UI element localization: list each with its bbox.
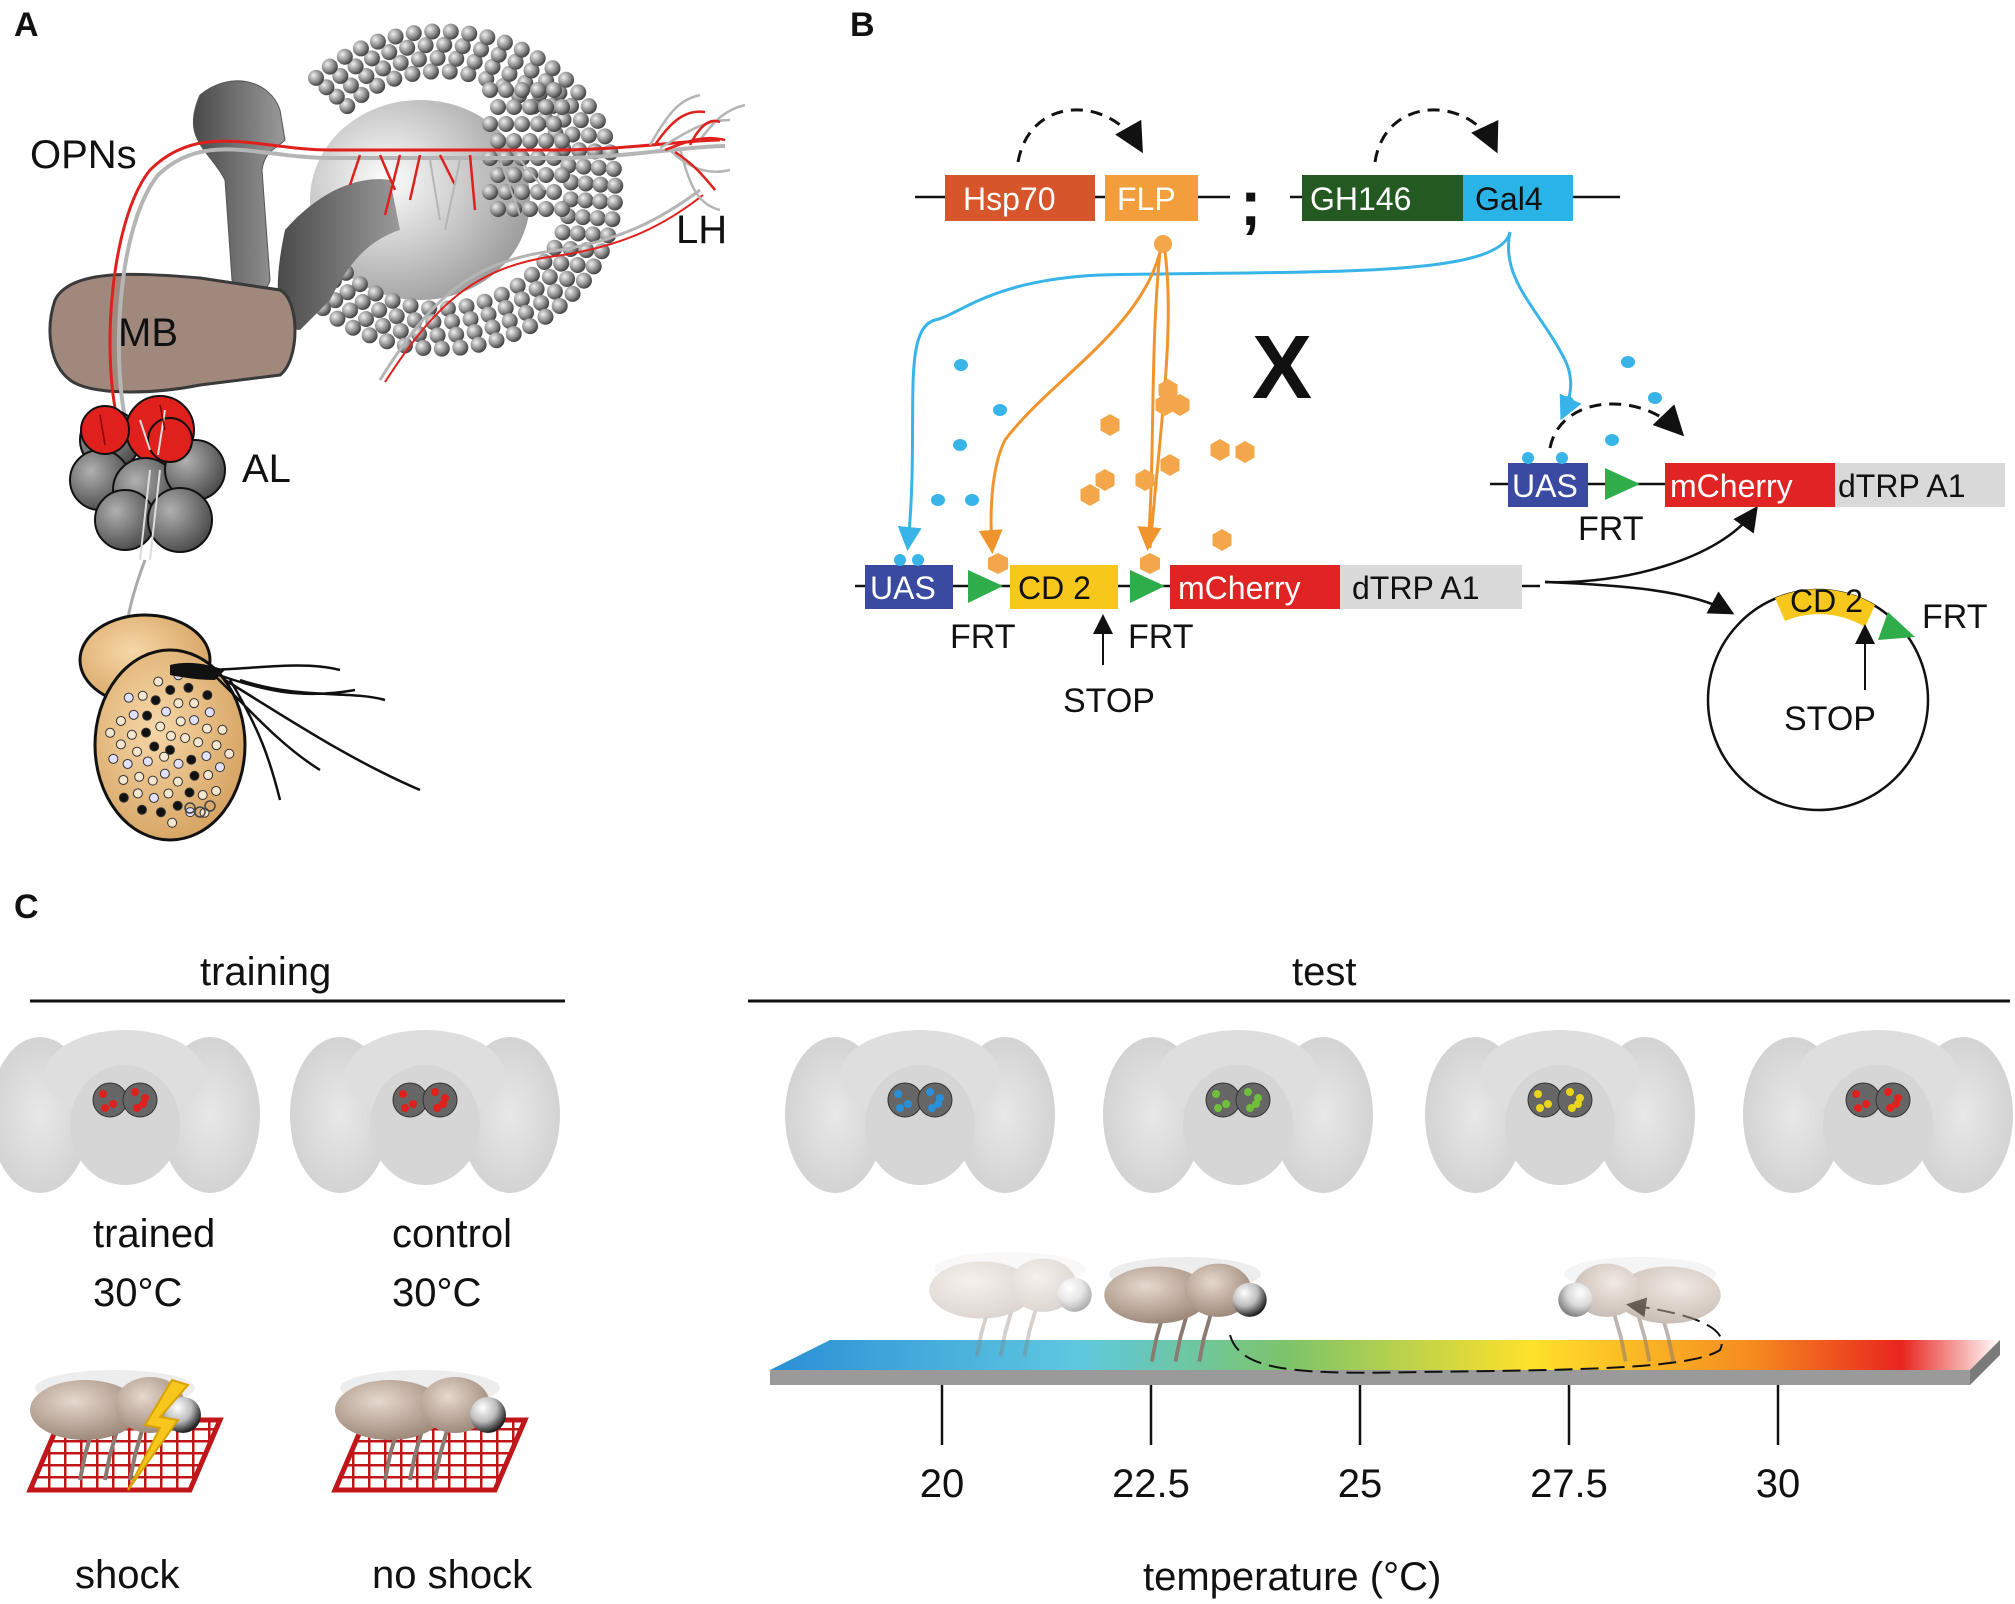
calyx-branches [348, 154, 477, 216]
product-uas-box [1508, 463, 1588, 507]
reporter-frt-1: FRT [950, 618, 1015, 656]
opn-tract-red [108, 138, 721, 431]
reporter-stop: STOP [1063, 682, 1155, 720]
panel-c-letter: C [14, 888, 39, 926]
panel-b-letter: B [850, 6, 875, 44]
no-shock-label: no shock [372, 1553, 533, 1597]
frt-arrow-1 [968, 570, 1003, 603]
gh146-box [1302, 175, 1464, 221]
product-dtrpa1-label: dTRP A1 [1838, 468, 1965, 504]
opns-label: OPNs [30, 133, 137, 177]
axis-tick-label-3: 25 [1338, 1462, 1383, 1506]
reporter-cd2-label: CD 2 [1018, 570, 1091, 606]
brain-image-5 [1425, 1030, 1695, 1193]
lh-label: LH [676, 208, 727, 252]
lightning-bolt-icon [127, 1378, 190, 1491]
brain-image-1 [0, 1030, 260, 1193]
opn-lateral-tract-red [384, 194, 704, 383]
hsp70-label: Hsp70 [963, 181, 1056, 217]
temperature-axis-label: temperature (°C) [1143, 1555, 1441, 1599]
reporter-cd2-box [1010, 565, 1118, 609]
control-label: control [392, 1212, 512, 1256]
panel-a: A MB LH OPNs [14, 6, 746, 842]
product-frt-arrow [1605, 468, 1640, 500]
product-mcherry-label: mCherry [1670, 468, 1793, 504]
mb-label: MB [118, 311, 178, 355]
product-mcherry-box [1665, 463, 1835, 507]
axis-tick-label-5: 30 [1756, 1462, 1801, 1506]
calyx-branches-grey [429, 159, 546, 231]
lh-arbor [648, 93, 746, 212]
brain-image-6 [1743, 1030, 2013, 1193]
brain-image-4 [1103, 1030, 1373, 1193]
excised-stop: STOP [1784, 700, 1876, 738]
panel-b: B Hsp70 FLP ; GH146 Gal4 X UAS [850, 6, 2005, 812]
temperature-plate-edge [770, 1370, 1970, 1385]
brain-image-2 [290, 1030, 560, 1193]
frt-arrow-2 [1130, 570, 1165, 603]
opn-lateral-tract [378, 188, 701, 381]
opn-tract-grey [116, 144, 726, 433]
excised-cd2-label: CD 2 [1790, 583, 1863, 619]
mb-vertical-lobe [192, 80, 286, 296]
cross-symbol: X [1252, 318, 1312, 418]
hsp70-flp-arrow [1016, 108, 1143, 163]
product-uas-label: UAS [1512, 468, 1578, 504]
test-title: test [1292, 950, 1356, 994]
gal4-box [1463, 175, 1573, 221]
genotype-separator: ; [1240, 167, 1261, 239]
recomb-arrow-up [1544, 505, 1758, 584]
reporter-dtrpa1-label: dTRP A1 [1352, 570, 1479, 606]
product-frt: FRT [1578, 510, 1643, 548]
reporter-mcherry-box [1170, 565, 1340, 609]
fly-walking-path [1229, 1297, 1723, 1374]
reporter-dtrpa1-box [1340, 565, 1522, 609]
brain-images [0, 1030, 2013, 1193]
hsp70-box [945, 175, 1095, 221]
panel-a-letter: A [14, 6, 39, 44]
antenna [78, 559, 421, 842]
excised-cd2-arc [1775, 589, 1875, 627]
trained-temp: 30°C [93, 1271, 182, 1315]
flp-box [1105, 175, 1198, 221]
reporter-uas-box [865, 565, 953, 609]
antennal-lobe [69, 395, 226, 561]
arista [199, 664, 421, 801]
gal4-arrow-right [1507, 231, 1582, 421]
flp-arrow-1 [978, 251, 1162, 554]
axis-tick-label-4: 27.5 [1530, 1462, 1608, 1506]
gh146-label: GH146 [1310, 181, 1411, 217]
flp-proteins [1080, 379, 1255, 551]
shock-label: shock [75, 1553, 180, 1597]
brain-image-3 [785, 1030, 1055, 1193]
mb-peduncle [277, 179, 400, 330]
gal4-arrow-left [897, 231, 1512, 551]
gal4-proteins [931, 356, 1662, 506]
sensilla [105, 670, 235, 828]
axis-tick-label-1: 20 [920, 1462, 965, 1506]
reporter-frt-2: FRT [1128, 618, 1193, 656]
control-temp: 30°C [392, 1271, 481, 1315]
reporter-mcherry-label: mCherry [1178, 570, 1301, 606]
recomb-arrow-down [1544, 580, 1735, 615]
panel-c: C training test trained 30°C control 30°… [0, 888, 2013, 1599]
gal4-label: Gal4 [1475, 181, 1543, 217]
excised-frt: FRT [1922, 598, 1987, 636]
reporter-uas-label: UAS [870, 570, 936, 606]
temperature-plate-top [770, 1340, 2000, 1370]
trained-label: trained [93, 1212, 215, 1256]
gh146-gal4-arrow [1373, 108, 1499, 163]
product-dtrpa1-box [1835, 463, 2005, 507]
test-flies [929, 1252, 1721, 1362]
axis-tick-label-2: 22.5 [1112, 1462, 1190, 1506]
al-label: AL [242, 447, 291, 491]
kenyon-cell-cluster [301, 23, 624, 357]
excised-frt-arrow [1878, 612, 1915, 640]
training-title: training [200, 950, 331, 994]
flp-arrow-2 [1137, 251, 1162, 551]
flp-label: FLP [1117, 181, 1176, 217]
temperature-axis: 20 22.5 25 27.5 30 [920, 1385, 1801, 1506]
